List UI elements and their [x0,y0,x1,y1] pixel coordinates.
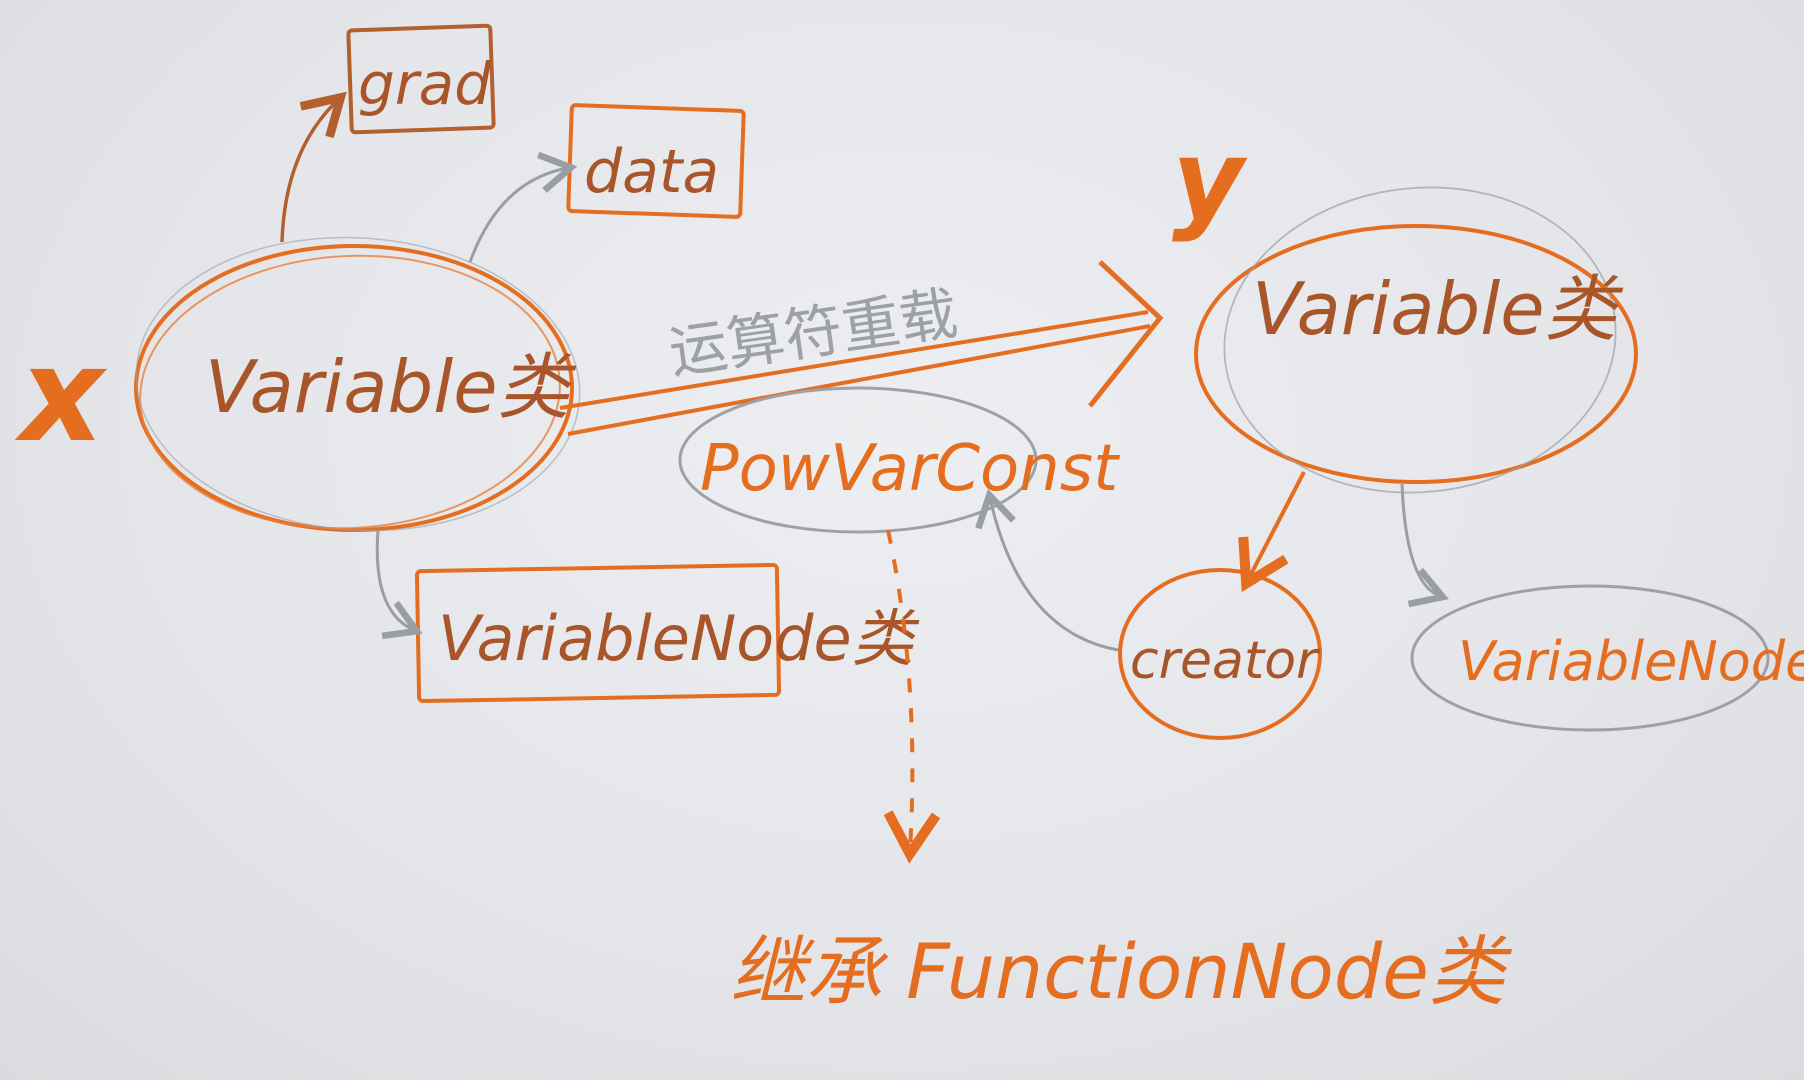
left-variablenode: VariableNode类 [414,562,920,704]
left-variablenode-label: VariableNode类 [438,602,920,675]
y-symbol: y [1172,116,1248,244]
function-node-label: PowVarConst [700,432,1121,506]
arrow-to-data [468,151,578,263]
right-variablenode-label: VariableNode [1458,630,1804,693]
right-variablenode-ellipse [1410,584,1770,732]
inherit-dashed-arrow [888,529,912,850]
data-attribute: data [566,103,746,219]
function-node: PowVarConst [678,386,1121,534]
inherit-label: 继承 FunctionNode类 [730,927,1513,1016]
right-variablenode: VariableNode [1410,584,1804,732]
operator-overload-arrow [559,260,1164,436]
left-variable-node: Variable类 [134,236,581,532]
creator-ellipse [1118,568,1322,740]
right-variable-node: Variable类 [1194,186,1638,494]
arrow-to-creator [1248,471,1306,580]
function-node-ellipse [678,386,1038,534]
creator-label: creator [1130,631,1321,691]
right-variable-label: Variable类 [1252,267,1624,351]
x-symbol: x [14,319,108,471]
grad-attribute: grad [346,23,496,135]
left-variable-label: Variable类 [205,345,577,429]
arrow-to-right-variablenode [1400,483,1449,608]
creator-to-function-arrow [975,488,1119,652]
creator-node: creator [1118,568,1322,740]
grad-box [346,23,496,135]
arrow-to-left-variablenode [375,529,423,640]
grad-label: grad [358,50,492,118]
right-variable-ellipse [1194,224,1638,484]
data-label: data [584,137,719,207]
arrow-to-grad [280,100,338,243]
